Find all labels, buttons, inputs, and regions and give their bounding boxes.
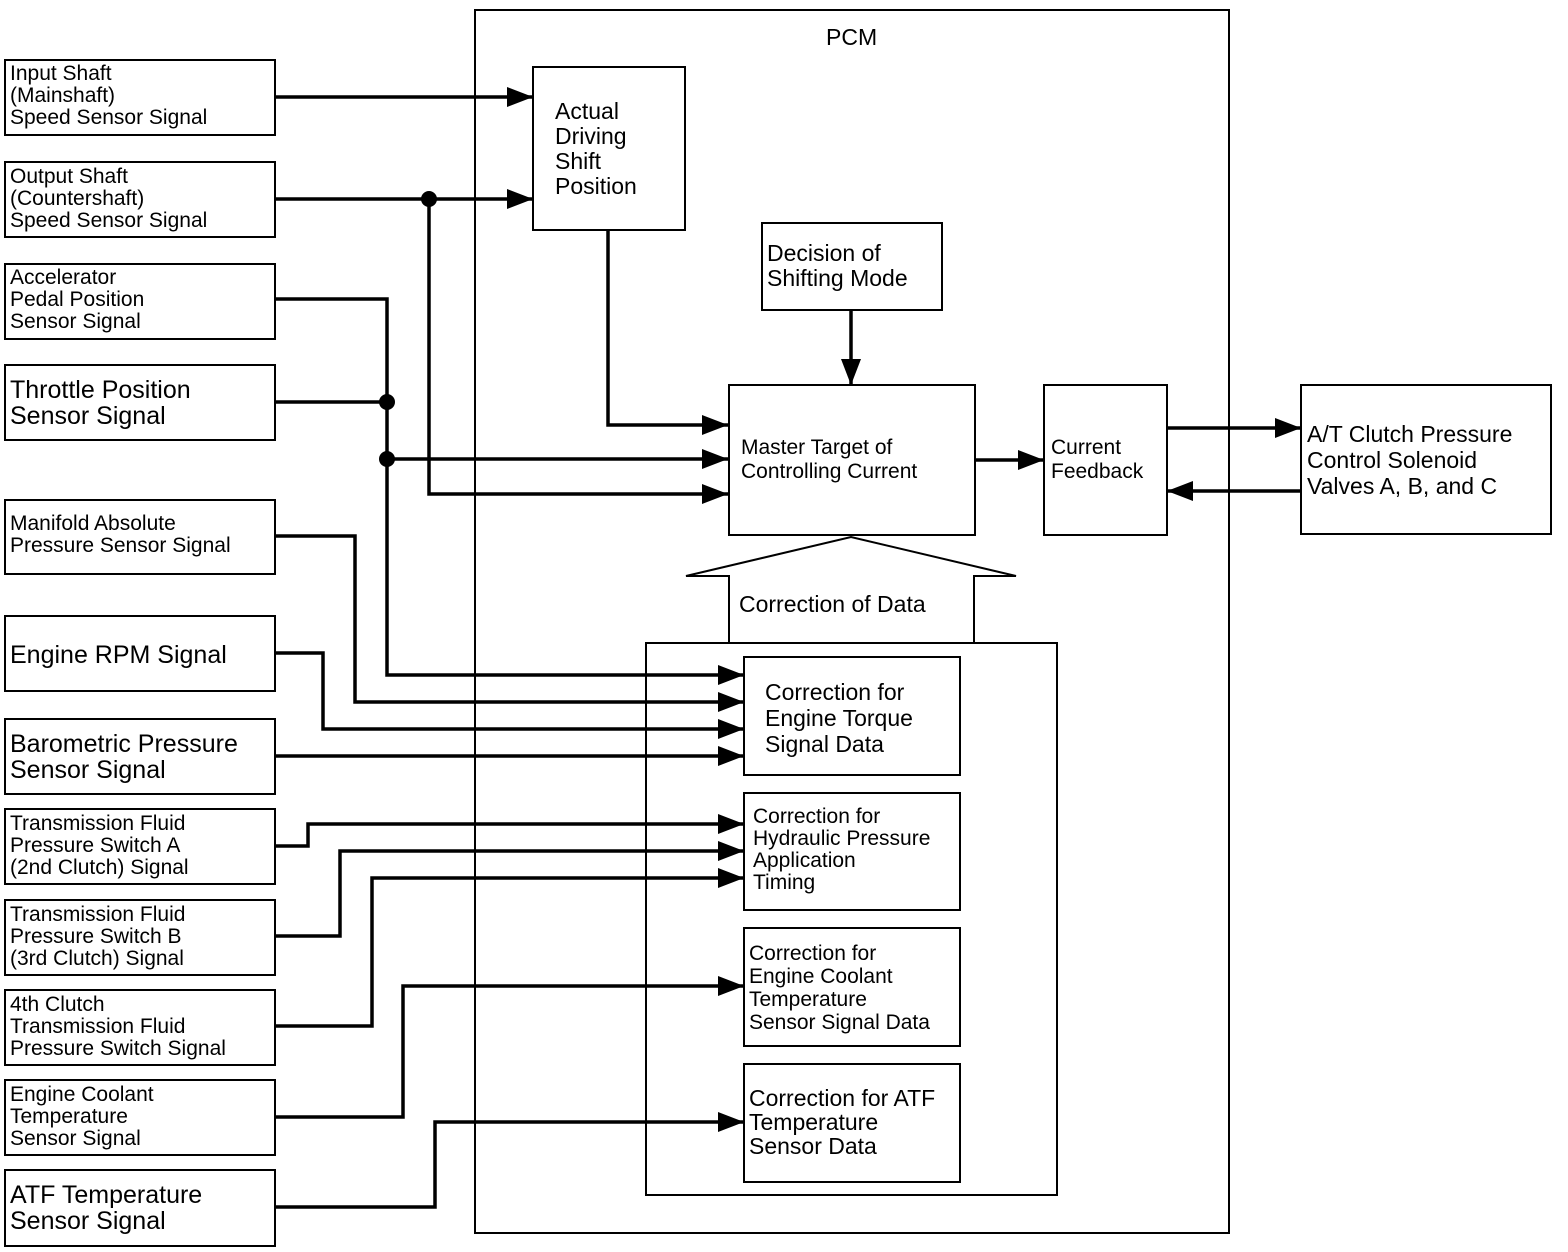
input-throttle (4, 364, 276, 441)
junction-dot (379, 451, 395, 467)
input-atf (4, 1169, 276, 1247)
block-master-target (728, 384, 976, 536)
block-current-feedback-label: Current Feedback (1051, 436, 1144, 483)
line-atf (275, 1112, 744, 1209)
correction-of-data-arrow (685, 535, 1017, 642)
block-corr-atf-label: Correction for ATF Temperature Sensor Da… (749, 1085, 936, 1159)
input-output-shaft (4, 161, 276, 238)
block-corr-coolant-label: Correction for Engine Coolant Temperatur… (749, 942, 930, 1034)
input-atf-label: ATF Temperature Sensor Signal (10, 1181, 203, 1235)
block-corr-torque-label: Correction for Engine Torque Signal Data (765, 679, 913, 757)
block-master-target-label: Master Target of Controlling Current (741, 436, 918, 483)
input-input-shaft-label: Input Shaft (Mainshaft) Speed Sensor Sig… (10, 62, 208, 129)
block-corr-hydraulic (743, 792, 961, 911)
input-barometric (4, 718, 276, 795)
line-tfp-4th (275, 868, 744, 1028)
correction-of-data-label: Correction of Data (739, 591, 926, 617)
correction-group-frame (645, 642, 1058, 1196)
line-engine-rpm (275, 651, 744, 739)
line-tfp-a (275, 814, 744, 848)
input-tfp-b-label: Transmission Fluid Pressure Switch B (3r… (10, 903, 186, 970)
block-corr-torque (743, 656, 961, 776)
block-actual-shift (532, 66, 686, 231)
output-solenoid (1300, 384, 1552, 535)
line-manifold (275, 534, 744, 712)
input-engine-rpm-label: Engine RPM Signal (10, 641, 227, 669)
block-actual-shift-label: Actual Driving Shift Position (555, 98, 637, 199)
block-corr-coolant (743, 927, 961, 1047)
input-tfp-a (4, 808, 276, 885)
junction-dot (379, 394, 395, 410)
block-corr-atf (743, 1063, 961, 1183)
junction-dot (421, 191, 437, 207)
input-output-shaft-label: Output Shaft (Countershaft) Speed Sensor… (10, 165, 208, 232)
line-output-shaft-branch (427, 199, 728, 504)
block-decision-mode-label: Decision of Shifting Mode (767, 240, 908, 291)
line-coolant (275, 976, 744, 1119)
input-tfp-a-label: Transmission Fluid Pressure Switch A (2n… (10, 812, 189, 879)
pcm-title: PCM (826, 24, 878, 50)
input-tfp-4th-label: 4th Clutch Transmission Fluid Pressure S… (10, 993, 226, 1060)
input-manifold-label: Manifold Absolute Pressure Sensor Signal (10, 512, 231, 557)
line-tfp-b (275, 841, 744, 938)
input-coolant-label: Engine Coolant Temperature Sensor Signal (10, 1083, 154, 1150)
pcm-frame (474, 9, 1230, 1234)
input-accelerator-label: Accelerator Pedal Position Sensor Signal (10, 266, 145, 333)
block-corr-hydraulic-label: Correction for Hydraulic Pressure Applic… (753, 805, 931, 894)
block-current-feedback (1043, 384, 1168, 536)
input-input-shaft (4, 59, 276, 136)
input-engine-rpm (4, 615, 276, 692)
input-coolant (4, 1079, 276, 1156)
input-tfp-b (4, 899, 276, 976)
block-decision-mode (761, 222, 943, 311)
line-actual-to-master (606, 230, 728, 435)
output-solenoid-label: A/T Clutch Pressure Control Solenoid Val… (1307, 421, 1513, 499)
input-throttle-label: Throttle Position Sensor Signal (10, 376, 191, 430)
input-manifold (4, 499, 276, 575)
input-accelerator (4, 263, 276, 340)
input-tfp-4th (4, 989, 276, 1066)
input-barometric-label: Barometric Pressure Sensor Signal (10, 730, 238, 784)
line-accelerator (275, 297, 744, 685)
